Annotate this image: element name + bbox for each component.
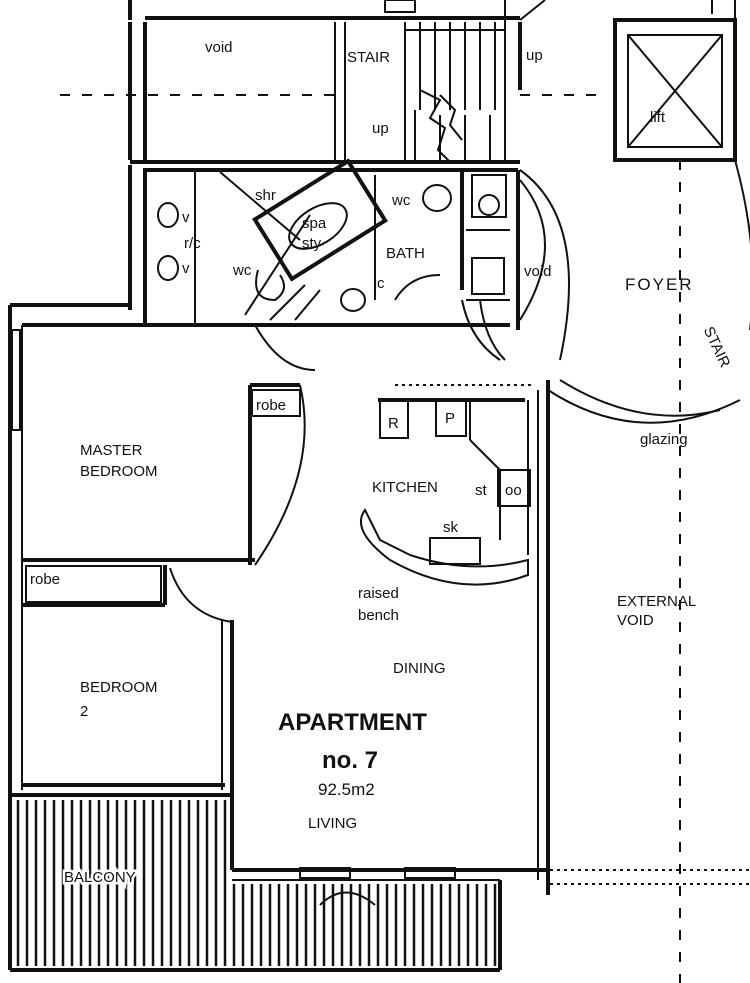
wc-top-label: wc — [391, 192, 411, 209]
laundry-column: void — [461, 174, 552, 361]
external-label: EXTERNAL — [617, 593, 696, 610]
shr-label: shr — [255, 187, 276, 204]
v2-label: v — [182, 260, 190, 277]
up-label-right: up — [526, 47, 543, 64]
balcony-label: BALCONY — [64, 869, 136, 886]
foyer-curve — [734, 159, 750, 330]
spa-label: spa — [302, 215, 327, 232]
sty-label: sty — [302, 235, 322, 252]
apartment-area: 92.5m2 — [318, 780, 375, 799]
stair-treads — [405, 22, 505, 163]
kitchen: R P KITCHEN st oo sk raised bench — [358, 384, 535, 624]
dining-label: DINING — [393, 660, 446, 677]
kitchen-label: KITCHEN — [372, 479, 438, 496]
c-label: c — [377, 275, 385, 292]
lift-shaft: lift — [613, 0, 737, 162]
wc-left-label: wc — [232, 262, 252, 279]
top-section: void STAIR up up — [60, 0, 600, 164]
living-label: LIVING — [308, 815, 357, 832]
sk-label: sk — [443, 519, 459, 536]
glazing-label: glazing — [640, 431, 688, 448]
master-bedroom: robe MASTER BEDROOM — [22, 324, 316, 566]
void-right-label: void — [524, 263, 552, 280]
rc-label: r/c — [184, 235, 201, 252]
foyer-label: FOYER — [625, 275, 694, 294]
up-label-stair: up — [372, 120, 389, 137]
apartment-number: no. 7 — [322, 747, 378, 774]
r-label: R — [388, 415, 399, 432]
balcony: BALCONY — [8, 793, 502, 972]
bedroom2-label: BEDROOM — [80, 679, 158, 696]
oo-label: oo — [505, 482, 522, 499]
p-label: P — [445, 410, 455, 427]
balcony-hatching — [16, 800, 497, 966]
bathroom: shr spa sty wc wc BATH c r/c v v — [128, 158, 520, 330]
apartment-title: APARTMENT — [278, 709, 427, 736]
lift-label: lift — [650, 109, 666, 126]
void-ext-label: VOID — [617, 612, 654, 629]
stair-label: STAIR — [347, 49, 390, 66]
bench-label: bench — [358, 607, 399, 624]
bedroom2-num-label: 2 — [80, 703, 88, 720]
raised-label: raised — [358, 585, 399, 602]
void-top-label: void — [205, 39, 233, 56]
master-bedroom-label-2: BEDROOM — [80, 463, 158, 480]
bedroom-2: robe BEDROOM 2 — [22, 565, 233, 787]
v1-label: v — [182, 209, 190, 226]
robe-master-label: robe — [256, 397, 286, 414]
robe-bed2-label: robe — [30, 571, 60, 588]
bath-label: BATH — [386, 245, 425, 262]
master-bedroom-label: MASTER — [80, 442, 143, 459]
st-label: st — [475, 482, 488, 499]
stair-curve-label: STAIR — [700, 324, 734, 370]
apartment-walls — [8, 303, 550, 895]
balcony-doors — [299, 867, 456, 906]
